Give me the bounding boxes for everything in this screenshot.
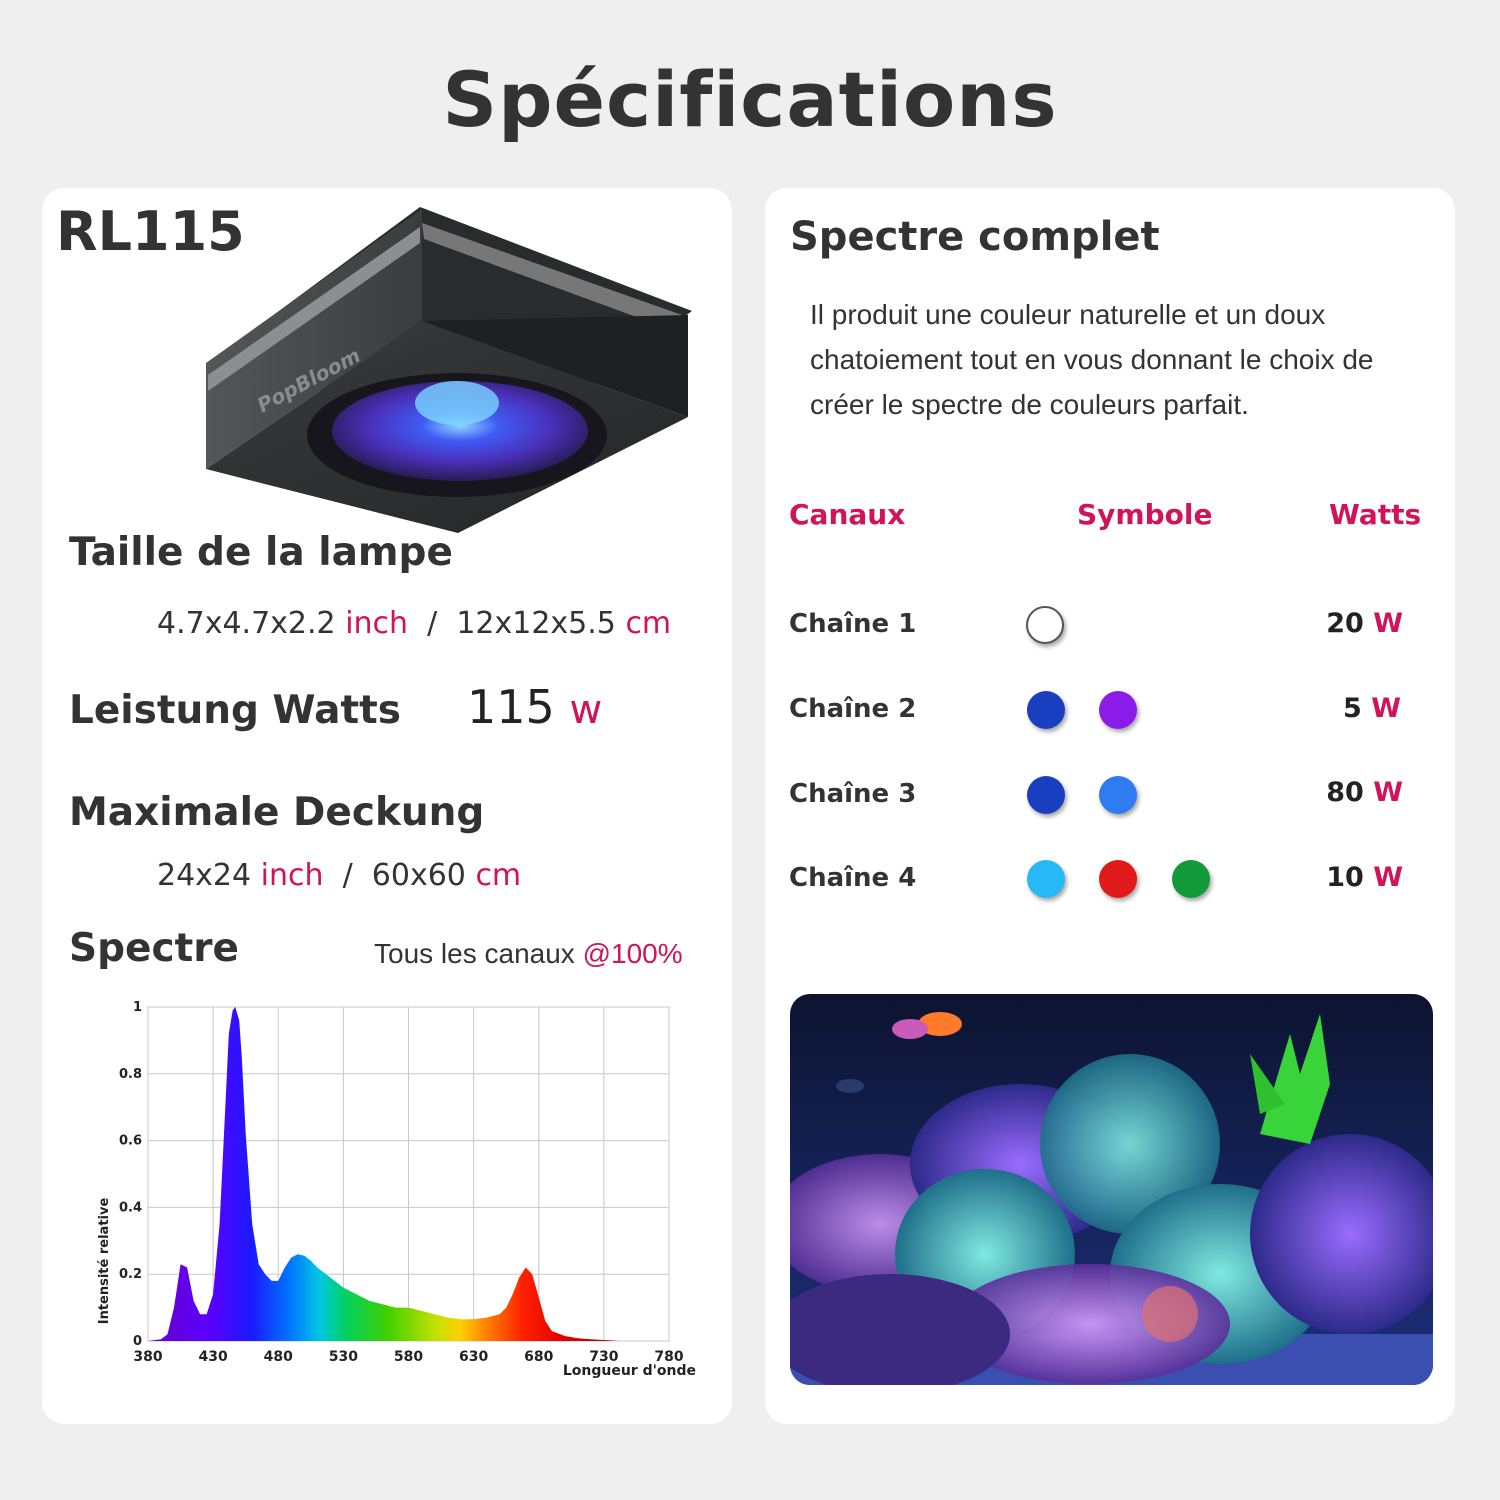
channel-3-name: Chaîne 3 [789,779,917,809]
channel-4-cyan-led-icon [1027,860,1065,898]
y-tick-label: 0.8 [119,1067,142,1082]
power-value: 115 w [467,680,603,734]
channel-1-name: Chaîne 1 [789,609,917,639]
y-tick-label: 0.4 [119,1200,142,1215]
channel-3-royal-blue-led-icon [1027,776,1065,814]
spectrum-note: Tous les canaux @100% [374,938,683,969]
channel-spec-card: Spectre complet Il produit une couleur n… [765,188,1455,1424]
column-symbol: Symbole [1077,498,1213,531]
spectrum-series-area [148,1007,617,1341]
y-axis-label: Intensité relative [97,1198,112,1325]
x-tick-label: 380 [133,1349,162,1365]
spectrum-heading: Spectre [69,926,239,971]
model-name: RL115 [56,200,245,263]
coverage-heading: Maximale Deckung [69,790,485,835]
channel-4-name: Chaîne 4 [789,863,917,893]
x-tick-label: 630 [459,1349,488,1365]
full-spectrum-heading: Spectre complet [790,214,1160,260]
channel-2-violet-led-icon [1099,691,1137,729]
size-value: 4.7x4.7x2.2 inch / 12x12x5.5 cm [157,606,672,641]
channel-3-blue-led-icon [1099,776,1137,814]
column-watts: Watts [1329,498,1422,531]
x-tick-label: 430 [199,1349,228,1365]
y-tick-label: 0 [133,1334,142,1349]
column-channels: Canaux [789,498,906,531]
coverage-value: 24x24 inch / 60x60 cm [157,858,522,893]
x-tick-label: 530 [329,1349,358,1365]
spectrum-chart: 380 430 480 530 580 630 680 730 780 0 0.2 0.4 0.6 0.8… [97,1000,696,1379]
channel-4-watts: 10 W [1326,862,1403,893]
reef-aquarium-photo [790,994,1433,1385]
channel-1-white-led-icon [1026,606,1064,644]
x-tick-label: 780 [654,1349,683,1365]
channel-3-watts: 80 W [1326,777,1403,808]
x-tick-label: 680 [524,1349,553,1365]
lamp-spec-card: RL115 PopBloom Taille de la la [42,188,732,1424]
power-heading: Leistung Watts [69,688,401,733]
page-title: Spécifications [442,55,1058,144]
channel-2-watts: 5 W [1343,693,1401,724]
channel-4-red-led-icon [1099,860,1137,898]
channel-1-watts: 20 W [1326,608,1403,639]
x-tick-label: 730 [589,1349,618,1365]
full-spectrum-description: Il produit une couleur naturelle et un d… [810,299,1374,420]
y-tick-label: 0.6 [119,1134,142,1149]
size-heading: Taille de la lampe [69,530,453,575]
channel-4-green-led-icon [1172,860,1210,898]
x-tick-label: 480 [264,1349,293,1365]
lamp-product-image: PopBloom [206,207,692,533]
x-axis-label: Longueur d'onde [563,1363,696,1379]
x-tick-label: 580 [394,1349,423,1365]
channel-2-name: Chaîne 2 [789,694,917,724]
channel-2-royal-blue-led-icon [1027,691,1065,729]
y-tick-label: 0.2 [119,1267,142,1282]
y-tick-label: 1 [133,1000,142,1015]
